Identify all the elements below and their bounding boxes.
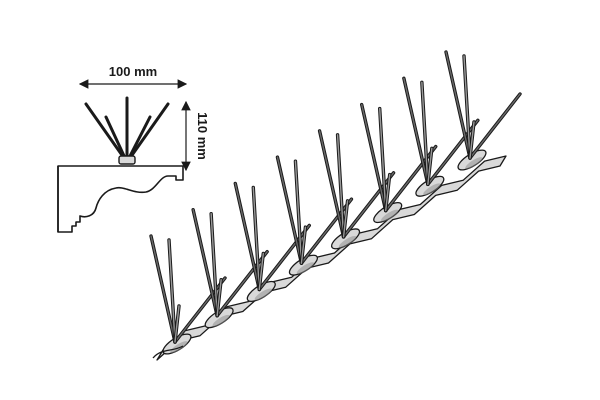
spike-rod-highlight [276, 156, 303, 264]
spike-unit [149, 234, 227, 355]
spike-rod-highlight [174, 305, 180, 343]
spike-rod-highlight [342, 200, 349, 238]
height-dimension-label: 110 mm [195, 112, 210, 160]
spike-rod-highlight [294, 160, 303, 264]
spike-rod-highlight [469, 121, 475, 159]
spike-rod-highlight [361, 103, 387, 212]
spike-strip [149, 50, 522, 361]
width-dimension-label: 100 mm [109, 64, 157, 79]
section-spike-base [118, 155, 136, 165]
spike-base-shadow [423, 183, 441, 196]
spike-rod-highlight [403, 77, 429, 185]
spike-rod-highlight [150, 235, 176, 343]
spike-unit [444, 50, 522, 171]
spike-rod-highlight [385, 173, 391, 212]
spike-rod-highlight [445, 51, 471, 159]
spike-base-shadow [212, 314, 230, 327]
section-spikes [84, 96, 170, 160]
spike-base-shadow [296, 262, 315, 275]
ledge-profile [57, 165, 184, 233]
spike-base-shadow [170, 341, 188, 353]
spike-base-shadow [254, 288, 272, 301]
spike-rod-highlight [210, 213, 218, 317]
spike-rod-highlight [252, 186, 260, 291]
spike-rod-highlight [463, 55, 471, 159]
spike-rod-highlight [379, 107, 387, 212]
spike-base-shadow [381, 209, 399, 222]
spike-base-shadow [465, 157, 483, 169]
strip-end [152, 345, 184, 359]
spike-base-shadow [338, 235, 357, 248]
spike-rod-highlight [427, 147, 433, 185]
spike-rod-highlight [258, 252, 264, 291]
spike-rod-highlight [168, 239, 176, 343]
spike-unit [275, 155, 354, 276]
spike-rod-highlight [234, 182, 260, 291]
spike-unit [360, 102, 438, 224]
spike-rod-highlight [216, 279, 222, 317]
spike-rod-highlight [421, 81, 429, 185]
spike-rod-highlight [469, 93, 521, 159]
cross-section-view: 100 mm 110 mm [57, 64, 210, 233]
spike-rod-highlight [300, 226, 307, 264]
spike-rod-highlight [318, 130, 345, 238]
spike-rod-highlight [336, 134, 345, 238]
spike-rod-highlight [192, 209, 218, 317]
